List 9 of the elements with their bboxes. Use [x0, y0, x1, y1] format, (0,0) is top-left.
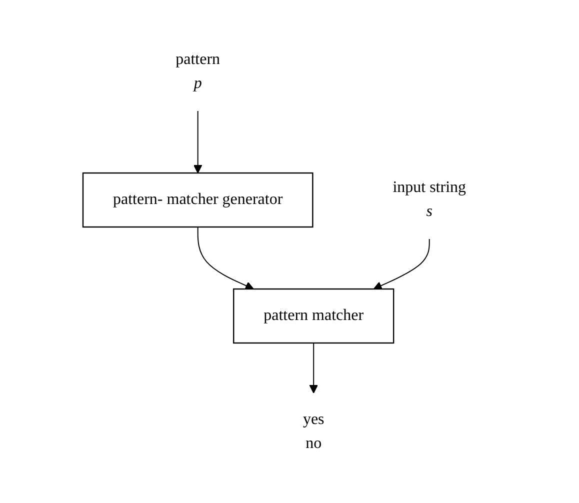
node-text: input string s	[392, 178, 466, 220]
node-box: pattern- matcher generator	[82, 172, 314, 228]
arrow	[309, 342, 318, 393]
node-box: pattern matcher	[233, 288, 394, 344]
node-text: pattern p	[176, 50, 220, 92]
arrow	[193, 110, 202, 173]
node-text: yes no	[302, 410, 324, 452]
arrow	[197, 226, 254, 290]
arrow	[373, 238, 430, 290]
